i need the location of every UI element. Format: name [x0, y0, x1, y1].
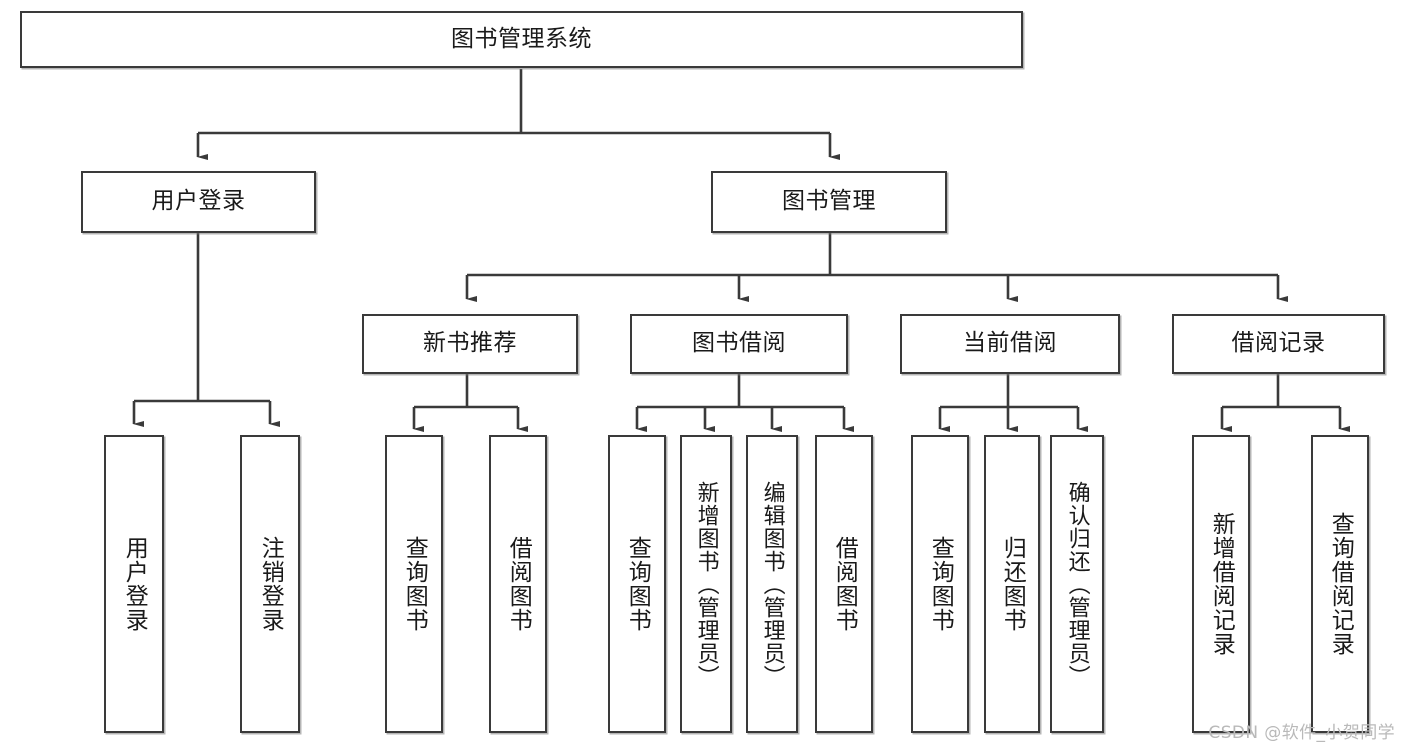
- node-root-label: 图书管理系统: [451, 25, 592, 52]
- csdn-watermark: CSDN @软件_小贺同学: [1208, 723, 1395, 743]
- leaf-query-book-3[interactable]: 查询图书: [911, 435, 969, 733]
- leaf-query-record-label: 查询借阅记录: [1327, 512, 1354, 656]
- leaf-add-record[interactable]: 新增借阅记录: [1192, 435, 1250, 733]
- leaf-add-record-label: 新增借阅记录: [1208, 512, 1235, 656]
- node-borrow-record-label: 借阅记录: [1231, 330, 1326, 357]
- node-book-manage-label: 图书管理: [782, 188, 876, 215]
- leaf-query-book-2-label: 查询图书: [624, 536, 651, 632]
- leaf-user-login-label: 用户登录: [121, 536, 148, 632]
- node-root[interactable]: 图书管理系统: [20, 11, 1023, 68]
- node-book-borrow[interactable]: 图书借阅: [630, 314, 848, 374]
- node-book-manage[interactable]: 图书管理: [711, 171, 947, 233]
- node-new-book-rec[interactable]: 新书推荐: [362, 314, 578, 374]
- leaf-edit-book-label: 编辑图书（管理员）: [759, 480, 785, 688]
- leaf-user-login[interactable]: 用户登录: [104, 435, 164, 733]
- leaf-add-book-label: 新增图书（管理员）: [693, 480, 719, 688]
- leaf-query-record[interactable]: 查询借阅记录: [1311, 435, 1369, 733]
- node-book-borrow-label: 图书借阅: [692, 330, 786, 357]
- node-current-borrow[interactable]: 当前借阅: [900, 314, 1120, 374]
- leaf-confirm-return-label: 确认归还（管理员）: [1064, 480, 1090, 688]
- leaf-query-book-1[interactable]: 查询图书: [385, 435, 443, 733]
- leaf-logout[interactable]: 注销登录: [240, 435, 300, 733]
- leaf-edit-book[interactable]: 编辑图书（管理员）: [746, 435, 798, 733]
- leaf-query-book-2[interactable]: 查询图书: [608, 435, 666, 733]
- leaf-borrow-book-2[interactable]: 借阅图书: [815, 435, 873, 733]
- node-user-login[interactable]: 用户登录: [81, 171, 316, 233]
- node-current-borrow-label: 当前借阅: [963, 330, 1057, 357]
- node-user-login-label: 用户登录: [151, 188, 246, 215]
- leaf-query-book-1-label: 查询图书: [401, 536, 428, 632]
- leaf-query-book-3-label: 查询图书: [927, 536, 954, 632]
- leaf-borrow-book-1[interactable]: 借阅图书: [489, 435, 547, 733]
- leaf-return-book-label: 归还图书: [999, 536, 1026, 632]
- leaf-borrow-book-2-label: 借阅图书: [831, 536, 858, 632]
- node-borrow-record[interactable]: 借阅记录: [1172, 314, 1385, 374]
- leaf-confirm-return[interactable]: 确认归还（管理员）: [1050, 435, 1104, 733]
- leaf-logout-label: 注销登录: [257, 536, 284, 632]
- leaf-add-book[interactable]: 新增图书（管理员）: [680, 435, 732, 733]
- leaf-borrow-book-1-label: 借阅图书: [505, 536, 532, 632]
- node-new-book-rec-label: 新书推荐: [423, 330, 517, 357]
- leaf-return-book[interactable]: 归还图书: [984, 435, 1040, 733]
